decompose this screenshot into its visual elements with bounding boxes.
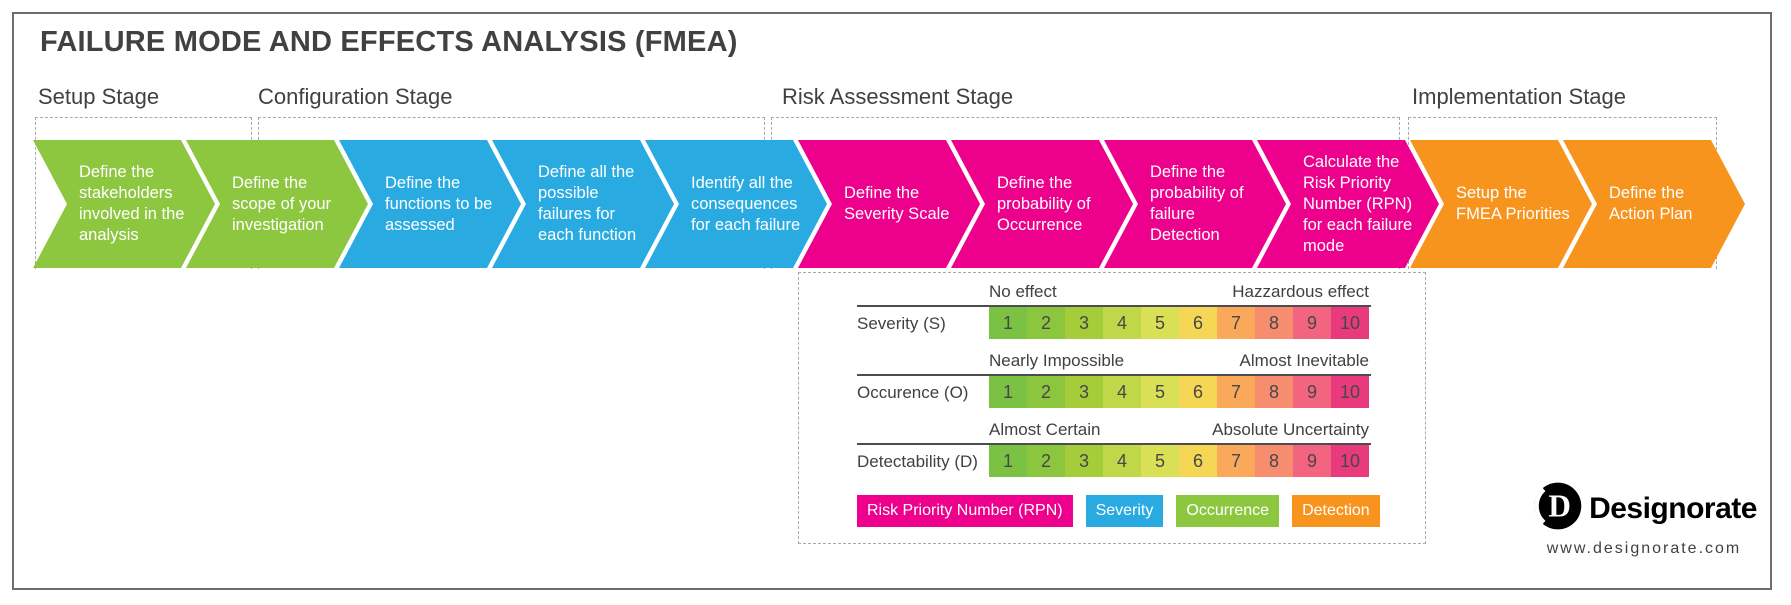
scale-row-label: Detectability (D) bbox=[857, 452, 978, 471]
scale-cell: 3 bbox=[1065, 445, 1103, 477]
process-step: Define the stakeholders involved in the … bbox=[33, 140, 215, 268]
scale-cell: 5 bbox=[1141, 307, 1179, 339]
process-step-label: Define all the possible failures for eac… bbox=[538, 163, 637, 244]
scale-cell: 2 bbox=[1027, 445, 1065, 477]
designorate-logo: D Designorate www.designorate.com bbox=[1534, 480, 1757, 558]
scale-cell: 5 bbox=[1141, 376, 1179, 408]
scale-cell: 6 bbox=[1179, 376, 1217, 408]
process-step-label: Define the probability of Occurrence bbox=[997, 173, 1091, 234]
scale-group-occurence: Nearly Impossible Almost Inevitable Occu… bbox=[857, 350, 1371, 408]
scale-low-label: No effect bbox=[989, 282, 1057, 301]
scale-cell: 9 bbox=[1293, 307, 1331, 339]
stage-label-configuration: Configuration Stage bbox=[258, 84, 453, 109]
legend: Risk Priority Number (RPN) Severity Occu… bbox=[857, 495, 1425, 527]
logo-url: www.designorate.com bbox=[1546, 540, 1742, 557]
process-step-label: Setup the FMEA Priorities bbox=[1456, 184, 1570, 223]
scale-cell: 8 bbox=[1255, 445, 1293, 477]
scale-low-label: Almost Certain bbox=[989, 420, 1101, 439]
logo-d-icon: D bbox=[1531, 480, 1583, 537]
process-step: Calculate the Risk Priority Number (RPN)… bbox=[1257, 140, 1439, 268]
scale-cell: 2 bbox=[1027, 376, 1065, 408]
outer-border bbox=[12, 12, 1772, 590]
legend-chip-rpn: Risk Priority Number (RPN) bbox=[857, 495, 1073, 527]
svg-text:D: D bbox=[1548, 488, 1571, 523]
process-step-label: Define the Action Plan bbox=[1609, 184, 1693, 223]
stage-label-implementation: Implementation Stage bbox=[1412, 84, 1627, 109]
scale-cell: 8 bbox=[1255, 376, 1293, 408]
scale-header: No effect Hazzardous effect bbox=[989, 281, 1369, 305]
scale-cell: 9 bbox=[1293, 376, 1331, 408]
scale-cell: 5 bbox=[1141, 445, 1179, 477]
scale-row-label: Severity (S) bbox=[857, 314, 946, 333]
scale-group-detectability: Almost Certain Absolute Uncertainty Dete… bbox=[857, 419, 1371, 477]
scale-cell: 1 bbox=[989, 445, 1027, 477]
scale-cell: 4 bbox=[1103, 307, 1141, 339]
process-step-label: Define the Severity Scale bbox=[844, 184, 950, 223]
stage-label-risk-assessment: Risk Assessment Stage bbox=[782, 84, 1014, 109]
scale-group-severity: No effect Hazzardous effect Severity (S)… bbox=[857, 281, 1371, 339]
scale-cell: 6 bbox=[1179, 307, 1217, 339]
scale-cell: 1 bbox=[989, 376, 1027, 408]
scale-cell: 8 bbox=[1255, 307, 1293, 339]
stage-label-setup: Setup Stage bbox=[38, 84, 160, 109]
process-step-label: Identify all the consequences for each f… bbox=[691, 173, 801, 234]
scale-cell: 4 bbox=[1103, 445, 1141, 477]
legend-chip-occurrence: Occurrence bbox=[1176, 495, 1280, 527]
scale-cell: 9 bbox=[1293, 445, 1331, 477]
scale-cell: 1 bbox=[989, 307, 1027, 339]
process-step-label: Define the probability of failure Detect… bbox=[1150, 163, 1244, 244]
scale-high-label: Hazzardous effect bbox=[1232, 282, 1369, 301]
risk-scale-panel: No effect Hazzardous effect Severity (S)… bbox=[798, 272, 1426, 544]
scale-header: Almost Certain Absolute Uncertainty bbox=[989, 419, 1369, 443]
scale-cell: 7 bbox=[1217, 307, 1255, 339]
process-step-label: Define the functions to be assessed bbox=[385, 173, 493, 234]
legend-chip-detection: Detection bbox=[1292, 495, 1380, 527]
page-title: FAILURE MODE AND EFFECTS ANALYSIS (FMEA) bbox=[40, 26, 738, 58]
scale-high-label: Almost Inevitable bbox=[1239, 351, 1369, 370]
scale-cell: 10 bbox=[1331, 376, 1369, 408]
scale-header: Nearly Impossible Almost Inevitable bbox=[989, 350, 1369, 374]
scale-cell: 6 bbox=[1179, 445, 1217, 477]
scale-high-label: Absolute Uncertainty bbox=[1212, 420, 1369, 439]
process-step-label: Define the stakeholders involved in the … bbox=[79, 163, 185, 244]
scale-row-label: Occurence (O) bbox=[857, 383, 969, 402]
scale-cell: 10 bbox=[1331, 445, 1369, 477]
scale-cell: 3 bbox=[1065, 307, 1103, 339]
scale-cell: 3 bbox=[1065, 376, 1103, 408]
scale-cell: 10 bbox=[1331, 307, 1369, 339]
scale-cell: 4 bbox=[1103, 376, 1141, 408]
scale-cell: 7 bbox=[1217, 445, 1255, 477]
process-flow: Define the stakeholders involved in the … bbox=[33, 140, 1745, 268]
scale-cell: 2 bbox=[1027, 307, 1065, 339]
legend-chip-severity: Severity bbox=[1085, 495, 1164, 527]
logo-name: Designorate bbox=[1589, 491, 1757, 525]
process-step-label: Calculate the Risk Priority Number (RPN)… bbox=[1303, 152, 1413, 255]
process-step-label: Define the scope of your investigation bbox=[232, 173, 332, 234]
scale-cell: 7 bbox=[1217, 376, 1255, 408]
scale-low-label: Nearly Impossible bbox=[989, 351, 1125, 370]
